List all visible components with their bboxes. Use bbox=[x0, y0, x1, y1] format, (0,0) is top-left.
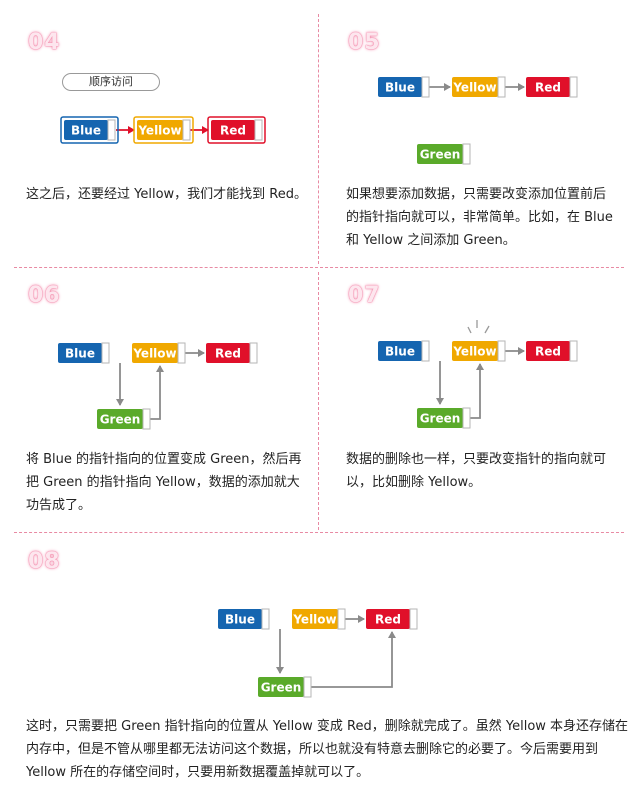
deletion-sparkle-icon bbox=[467, 320, 490, 334]
p05-yellow-node: Yellow bbox=[452, 76, 506, 98]
p05-blue-node-label: Blue bbox=[385, 81, 415, 95]
p06-yellow-node: Yellow bbox=[132, 342, 186, 364]
panel-05-text-line2: 的指针指向就可以，非常简单。比如，在 Blue bbox=[346, 210, 613, 225]
p05-yellow-node-label: Yellow bbox=[452, 81, 496, 95]
p05-red-node-label: Red bbox=[535, 81, 561, 95]
p07-yellow-node: Yellow bbox=[452, 340, 506, 362]
p06-arrow-green-yellow bbox=[150, 365, 164, 420]
panel-08-text-line1: 这时，只需要把 Green 指针指向的位置从 Yellow 变成 Red，删除就… bbox=[26, 719, 629, 734]
p06-red-node: Red bbox=[206, 342, 258, 364]
sequential-access-caption: 顺序访问 bbox=[62, 73, 160, 91]
p05-green-node-label: Green bbox=[420, 148, 461, 162]
p08-green-node: Green bbox=[258, 676, 312, 698]
p06-yellow-node-label: Yellow bbox=[132, 347, 176, 361]
step-number-05: 05 bbox=[348, 30, 381, 55]
panel-06-text-line1: 将 Blue 的指针指向的位置变成 Green，然后再 bbox=[26, 452, 302, 467]
p07-red-node-label: Red bbox=[535, 345, 561, 359]
panel-08-text-line3: Yellow 所在的存储空间时，只要用新数据覆盖掉就可以了。 bbox=[26, 765, 370, 780]
p06-green-node-label: Green bbox=[100, 413, 141, 427]
p05-blue-node: Blue bbox=[378, 76, 430, 98]
panel-07-text-line1: 数据的删除也一样，只要改变指针的指向就可 bbox=[346, 452, 607, 467]
panel-06-text-line2: 把 Green 的指针指向 Yellow，数据的添加就大 bbox=[26, 475, 300, 490]
vertical-divider-top bbox=[318, 14, 319, 264]
p08-blue-node: Blue bbox=[218, 608, 270, 630]
p08-yellow-node: Yellow bbox=[292, 608, 346, 630]
p07-arrow-green-yellow bbox=[470, 363, 484, 419]
p04-yellow-node-label: Yellow bbox=[137, 124, 181, 138]
p07-yellow-node-label: Yellow bbox=[452, 345, 496, 359]
p04-yellow-node: Yellow bbox=[133, 116, 194, 144]
horizontal-divider-2 bbox=[14, 532, 624, 533]
p08-blue-node-label: Blue bbox=[225, 613, 255, 627]
p04-red-node: Red bbox=[207, 116, 266, 144]
p06-red-node-label: Red bbox=[215, 347, 241, 361]
p07-blue-node: Blue bbox=[378, 340, 430, 362]
p07-red-node: Red bbox=[526, 340, 578, 362]
p05-red-node: Red bbox=[526, 76, 578, 98]
p07-blue-node-label: Blue bbox=[385, 345, 415, 359]
p08-yellow-node-label: Yellow bbox=[292, 613, 336, 627]
panel-08-text-line2: 内存中，但是不管从哪里都无法访问这个数据，所以也就没有特意去删除它的必要了。今后… bbox=[26, 742, 599, 757]
vertical-divider-middle bbox=[318, 272, 319, 530]
step-number-07: 07 bbox=[348, 283, 381, 308]
p08-red-node-label: Red bbox=[375, 613, 401, 627]
horizontal-divider-1 bbox=[14, 267, 624, 268]
p04-blue-node-label: Blue bbox=[71, 124, 101, 138]
panel-07-text-line2: 以，比如删除 Yellow。 bbox=[346, 475, 482, 490]
p08-green-node-label: Green bbox=[261, 681, 302, 695]
p06-blue-node: Blue bbox=[58, 342, 110, 364]
panel-05-text-line1: 如果想要添加数据，只需要改变添加位置前后 bbox=[346, 187, 607, 202]
step-number-08: 08 bbox=[28, 549, 61, 574]
p07-green-node: Green bbox=[417, 407, 471, 429]
panel-04-text: 这之后，还要经过 Yellow，我们才能找到 Red。 bbox=[26, 187, 307, 202]
p08-arrow-green-red bbox=[311, 631, 396, 688]
p04-blue-node: Blue bbox=[60, 116, 119, 144]
p06-blue-node-label: Blue bbox=[65, 347, 95, 361]
p05-green-node: Green bbox=[417, 143, 471, 165]
step-number-04: 04 bbox=[28, 30, 61, 55]
p04-red-node-label: Red bbox=[220, 124, 246, 138]
panel-06-text-line3: 功告成了。 bbox=[26, 498, 92, 513]
step-number-06: 06 bbox=[28, 283, 61, 308]
p08-red-node: Red bbox=[366, 608, 418, 630]
panel-05-text-line3: 和 Yellow 之间添加 Green。 bbox=[346, 233, 516, 248]
p06-green-node: Green bbox=[97, 408, 151, 430]
p07-green-node-label: Green bbox=[420, 412, 461, 426]
